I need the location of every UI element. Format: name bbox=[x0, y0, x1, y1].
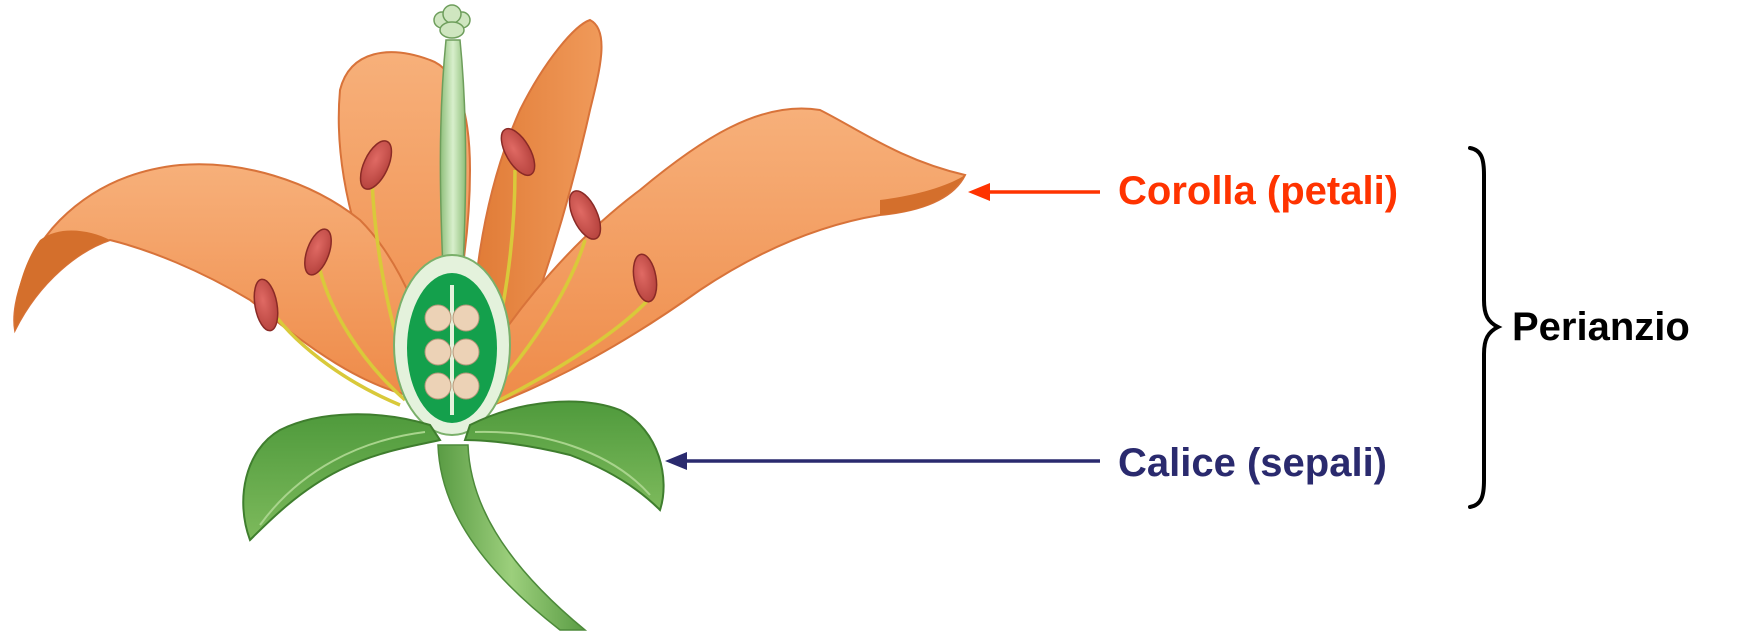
petal-left-fold bbox=[15, 231, 110, 330]
stem bbox=[438, 445, 585, 630]
calice-arrowhead bbox=[665, 452, 687, 470]
calice-label: Calice (sepali) bbox=[1118, 441, 1387, 485]
perianzio-brace bbox=[1470, 148, 1498, 507]
corolla-label: Corolla (petali) bbox=[1118, 169, 1398, 213]
corolla-pointer bbox=[968, 183, 1100, 201]
flower-illustration bbox=[14, 5, 965, 630]
calice-pointer bbox=[665, 452, 1100, 470]
sepal-right bbox=[465, 402, 664, 510]
stigma bbox=[434, 5, 470, 38]
perianzio-label: Perianzio bbox=[1512, 305, 1690, 349]
corolla-arrowhead bbox=[968, 183, 990, 201]
style bbox=[440, 40, 465, 270]
